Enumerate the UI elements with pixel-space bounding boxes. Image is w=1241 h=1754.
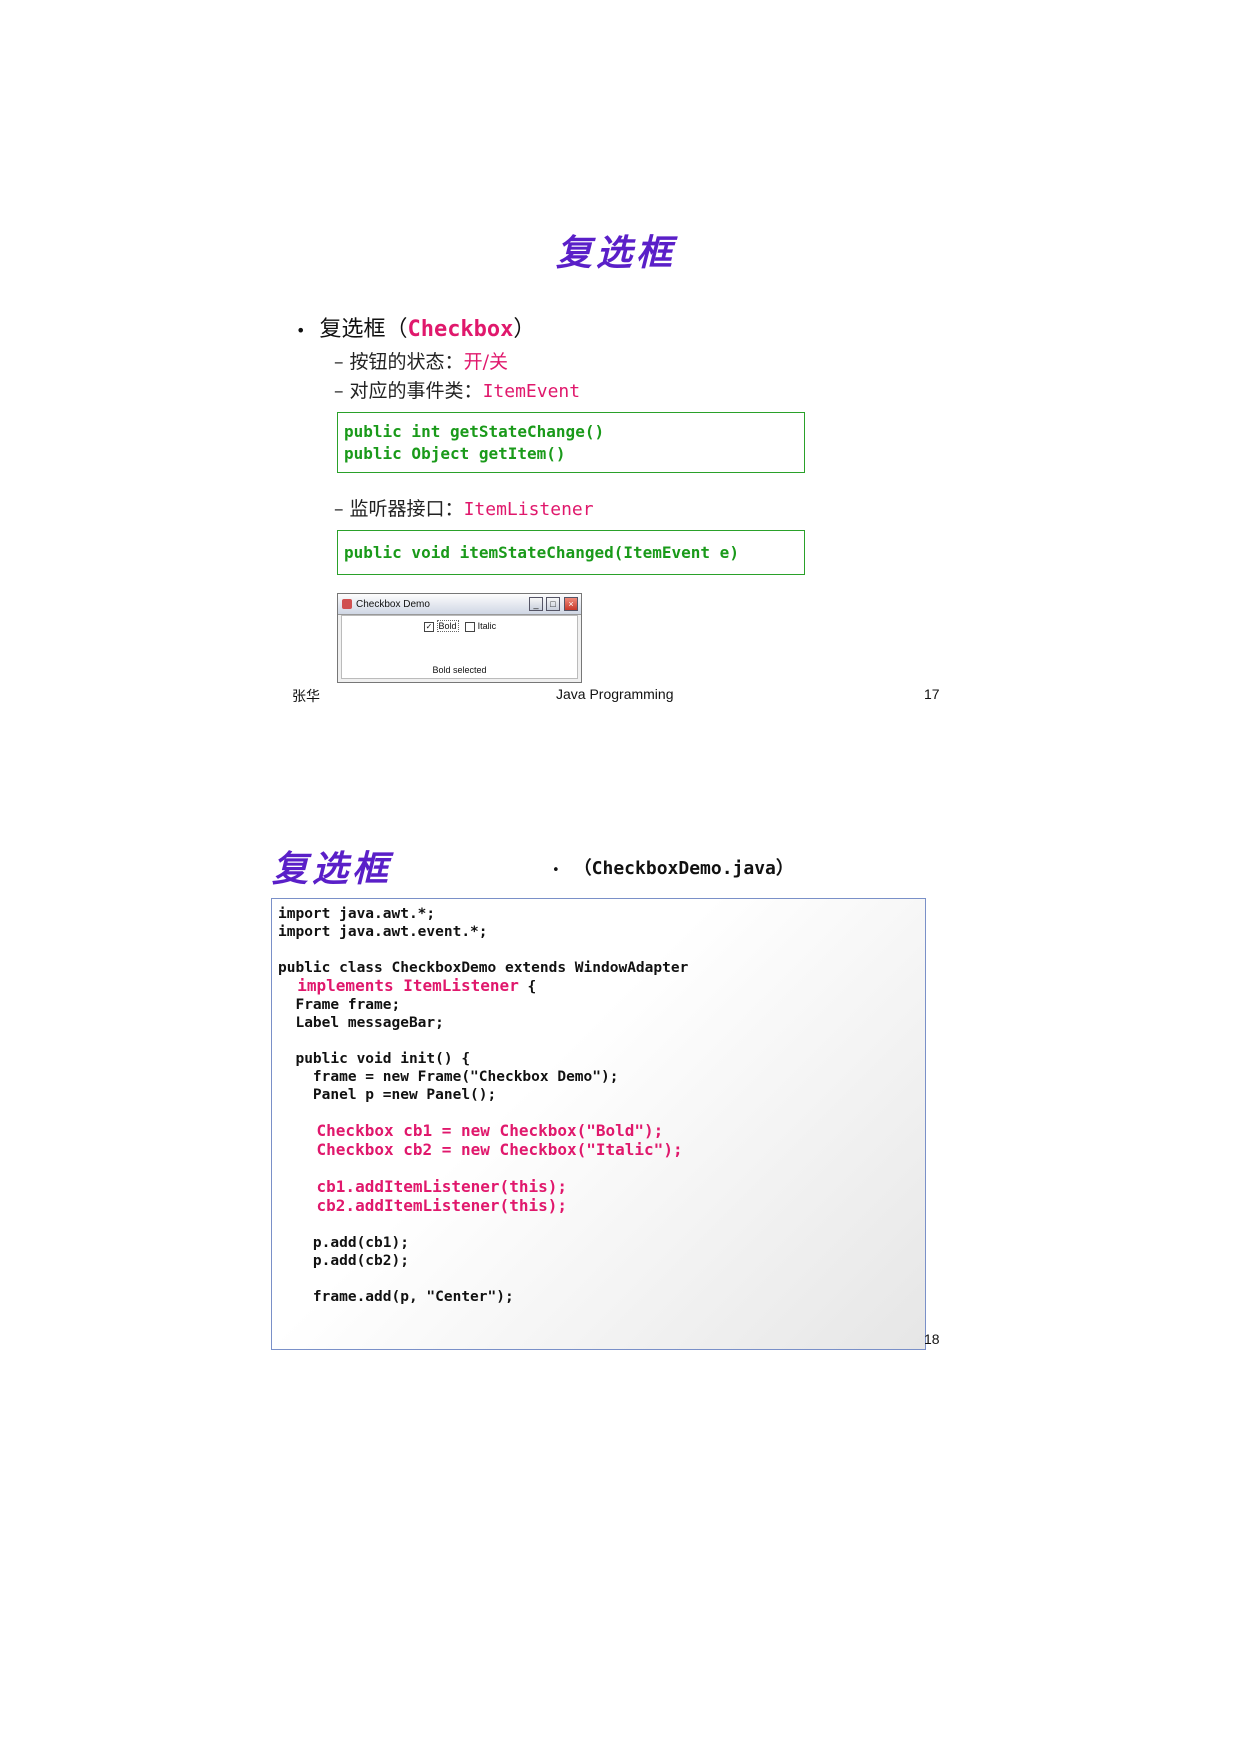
code-line: frame = new Frame("Checkbox Demo"); [278,1069,619,1085]
sub1-label: 按钮的状态： [349,351,464,373]
listener-method-line: public void itemStateChanged(ItemEvent e… [344,543,739,562]
code-line: public void init() { [278,1051,471,1067]
code-block: import java.awt.*; import java.awt.event… [272,899,925,1306]
sub2-value: ItemEvent [482,381,581,402]
window-body: ✓ Bold Italic Bold selected [341,615,578,679]
java-cup-icon [342,599,352,609]
sub1-value: 开/关 [463,351,508,373]
code-line: import java.awt.*; [278,906,436,922]
method-line-2: public Object getItem() [344,444,566,463]
minimize-icon[interactable]: _ [529,597,543,611]
code-line: Panel p =new Panel(); [278,1087,497,1103]
code-line-highlight: Checkbox cb2 = new Checkbox("Italic"); [278,1140,683,1159]
sub3-label: 监听器接口： [349,498,464,520]
window-titlebar[interactable]: Checkbox Demo _ □ × [338,594,581,615]
sub-item-state: – 按钮的状态：开/关 [334,347,508,374]
italic-checkbox-label: Italic [477,621,497,631]
code-line-highlight: cb1.addItemListener(this); [278,1177,567,1196]
checkbox-demo-window: Checkbox Demo _ □ × ✓ Bold Italic Bold s… [337,593,582,683]
status-label: Bold selected [432,665,487,675]
code-line: p.add(cb2); [278,1253,409,1269]
slide2-title: 复选框 [272,848,393,890]
bullet-keyword: Checkbox [407,317,514,342]
code-line: { [518,979,537,995]
bullet-prefix: 复选框（ [319,317,408,342]
code-line-highlight: cb2.addItemListener(this); [278,1196,567,1215]
close-icon[interactable]: × [564,597,578,611]
sub-item-event: – 对应的事件类：ItemEvent [334,376,580,403]
bold-checkbox[interactable]: ✓ [424,621,434,632]
bold-checkbox-label: Bold [436,620,459,632]
code-line-highlight: Checkbox cb1 = new Checkbox("Bold"); [278,1121,664,1140]
footer-course: Java Programming [556,686,674,702]
sub3-value: ItemListener [463,499,594,520]
dash: – [334,498,350,520]
slide1-title: 复选框 [556,232,677,274]
code-line-highlight: implements ItemListener [278,976,519,995]
window-title: Checkbox Demo [356,598,430,610]
footer-author: 张华 [292,688,320,704]
listener-method-box: public void itemStateChanged(ItemEvent e… [337,530,805,575]
code-line: Label messageBar; [278,1015,444,1031]
dash: – [334,380,350,402]
method-line-1: public int getStateChange() [344,422,605,441]
code-line: Frame frame; [278,997,401,1013]
bullet-suffix: ） [513,317,536,342]
sub2-label: 对应的事件类： [349,380,483,402]
slide2-bullet: • （CheckboxDemo.java） [552,854,794,880]
footer-page-number: 17 [924,686,940,702]
code-box: import java.awt.*; import java.awt.event… [271,898,926,1350]
slide1-bullet: • 复选框（Checkbox） [296,311,535,343]
italic-checkbox[interactable] [465,621,476,632]
bullet-dot: • [296,321,306,340]
slide2-bullet-text: （CheckboxDemo.java） [573,858,794,879]
methods-box: public int getStateChange() public Objec… [337,412,805,473]
bullet-dot: • [552,863,560,878]
code-line: p.add(cb1); [278,1235,409,1251]
code-line: public class CheckboxDemo extends Window… [278,960,689,976]
slide2-page-number: 18 [924,1331,940,1347]
maximize-icon[interactable]: □ [546,597,560,611]
code-line: frame.add(p, "Center"); [278,1289,514,1305]
sub-item-listener: – 监听器接口：ItemListener [334,494,594,521]
dash: – [334,351,350,373]
checkbox-row: ✓ Bold Italic [424,620,497,632]
code-line: import java.awt.event.*; [278,924,488,940]
